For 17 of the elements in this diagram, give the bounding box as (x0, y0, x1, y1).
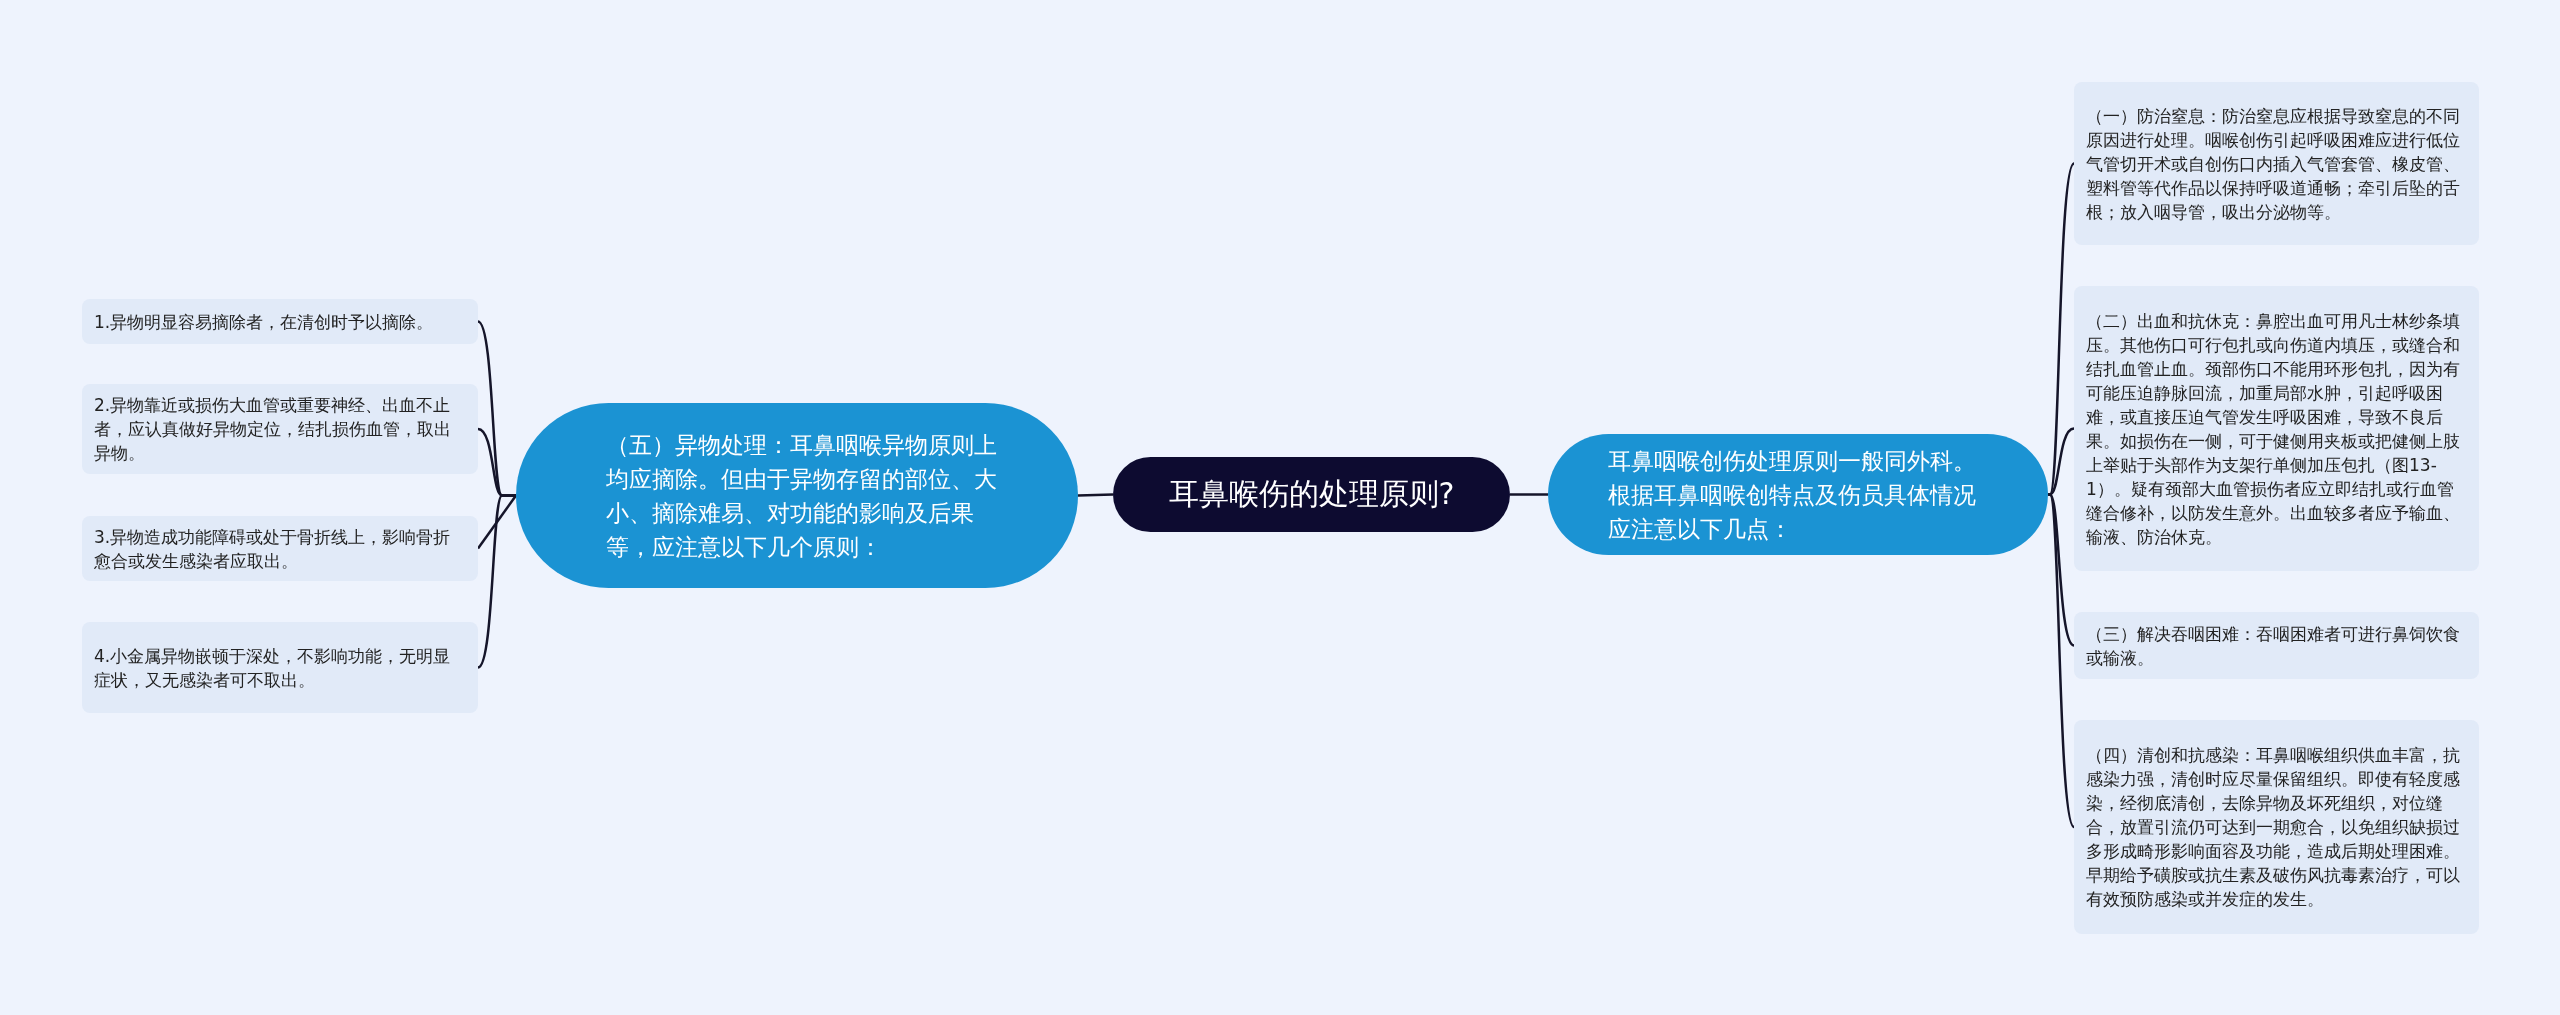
note-box: （三）解决吞咽困难：吞咽困难者可进行鼻饲饮食或输液。 (2074, 612, 2479, 679)
note-box: 3.异物造成功能障碍或处于骨折线上，影响骨折愈合或发生感染者应取出。 (82, 516, 478, 581)
connector-line (477, 494, 516, 669)
connector-line (2047, 493, 2076, 828)
connector-line (1510, 493, 1548, 496)
note-box: 4.小金属异物嵌顿于深处，不影响功能，无明显症状，又无感染者可不取出。 (82, 622, 478, 713)
connector-line (2047, 162, 2076, 496)
topic-box: 耳鼻咽喉创伤处理原则一般同外科。根据耳鼻咽喉创特点及伤员具体情况应注意以下几点： (1548, 434, 2048, 555)
note-box: （二）出血和抗休克：鼻腔出血可用凡士林纱条填压。其他伤口可行包扎或向伤道内填压，或缝合和结扎血管止血。颈部伤口不能用环形包扎，因为有可能压迫静脉回流，加重局部水肿，引起呼吸困难，或直接压迫气管发生呼吸困难，导致不良后果。如损伤在一侧，可于健侧用夹板或把健侧上肢上举贴于头部作为支架行单侧加压包扎（图13-1）。疑有颈部大血管损伤者应立即结扎或行血管缝合修补，以防发生意外。出血较多者应予输血、输液、防治休克。 (2074, 286, 2479, 571)
topic-box: 耳鼻喉伤的处理原则? (1113, 457, 1510, 532)
note-box: 1.异物明显容易摘除者，在清创时予以摘除。 (82, 299, 478, 344)
note-box: （四）清创和抗感染：耳鼻咽喉组织供血丰富，抗感染力强，清创时应尽量保留组织。即使有轻度感染，经彻底清创，去除异物及坏死组织，对位缝合，放置引流仍可达到一期愈合，以免组织缺损过多形成畸形影响面容及功能，造成后期处理困难。早期给予磺胺或抗生素及破伤风抗毒素治疗，可以有效预防感染或并发症的发生。 (2074, 720, 2479, 934)
topic-box: （五）异物处理：耳鼻咽喉异物原则上均应摘除。但由于异物存留的部位、大小、摘除难易、对功能的影响及后果等，应注意以下几个原则： (516, 403, 1078, 588)
note-box: 2.异物靠近或损伤大血管或重要神经、出血不止者，应认真做好异物定位，结扎损伤血管，取出异物。 (82, 384, 478, 474)
note-box: （一）防治窒息：防治窒息应根据导致窒息的不同原因进行处理。咽喉创伤引起呼吸困难应进行低位气管切开术或自创伤口内插入气管套管、橡皮管、塑料管等代作品以保持呼吸道通畅；牵引后坠的舌根；放入咽导管，吸出分泌物等。 (2074, 82, 2479, 245)
connector-line (477, 494, 517, 550)
connector-line (1077, 493, 1114, 497)
